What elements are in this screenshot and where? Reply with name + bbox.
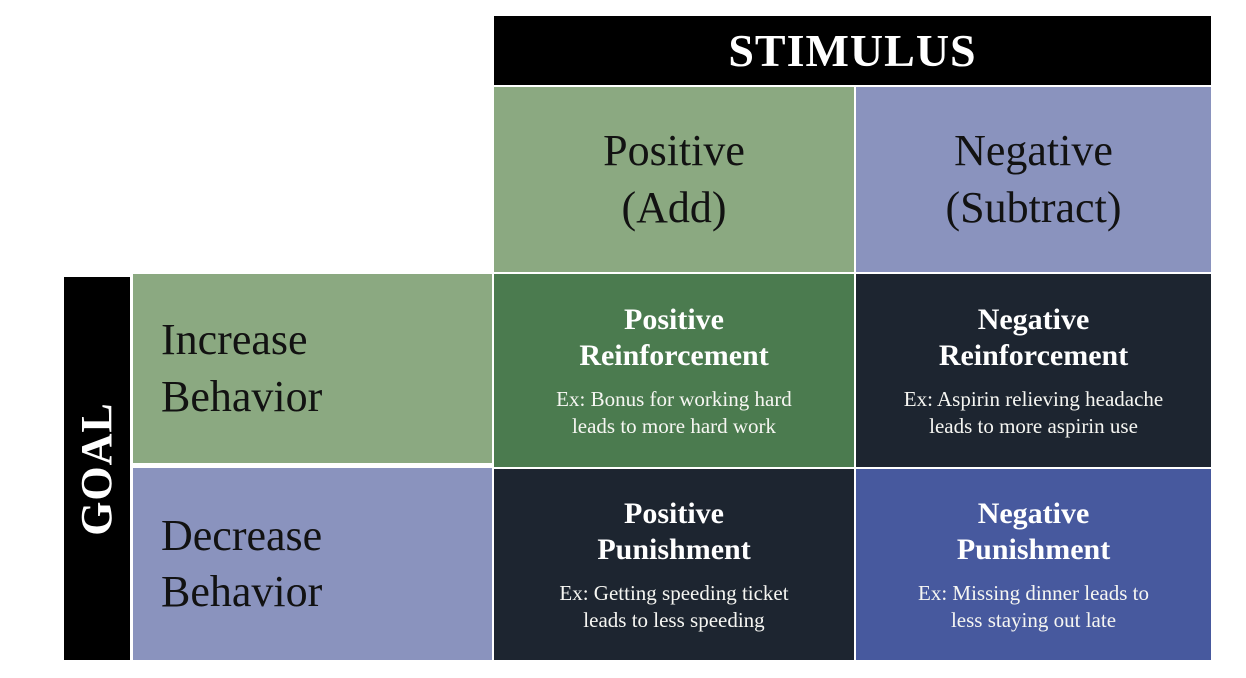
column-header-positive-line1: Positive xyxy=(603,126,745,176)
positive-reinforcement-example: Ex: Bonus for working hard leads to more… xyxy=(556,386,792,440)
negative-reinforcement-example-line2: leads to more aspirin use xyxy=(929,413,1138,438)
column-header-negative-stimulus: Negative (Subtract) xyxy=(856,87,1211,272)
positive-punishment-example-line2: leads to less speeding xyxy=(583,607,765,632)
goal-axis-label: GOAL xyxy=(72,401,122,536)
column-header-positive-stimulus: Positive (Add) xyxy=(494,87,854,272)
negative-punishment-example-line2: less staying out late xyxy=(950,607,1117,632)
positive-punishment-title-line2: Punishment xyxy=(597,533,751,567)
positive-punishment-example: Ex: Getting speeding ticket leads to les… xyxy=(559,580,788,634)
positive-reinforcement-example-line2: leads to more hard work xyxy=(571,413,777,438)
stimulus-axis-label: STIMULUS xyxy=(728,24,977,76)
negative-reinforcement-example: Ex: Aspirin relieving headache leads to … xyxy=(904,386,1164,440)
negative-punishment-example: Ex: Missing dinner leads to less staying… xyxy=(918,580,1149,634)
row-header-decrease-line1: Decrease xyxy=(161,510,323,560)
quadrant-positive-punishment: Positive Punishment Ex: Getting speeding… xyxy=(494,469,854,660)
negative-punishment-title-line1: Negative xyxy=(977,496,1090,530)
negative-punishment-title-line2: Punishment xyxy=(956,533,1111,567)
row-header-increase-line2: Behavior xyxy=(161,371,323,421)
positive-reinforcement-title-line2: Reinforcement xyxy=(579,339,769,373)
negative-reinforcement-title-line1: Negative xyxy=(977,302,1090,336)
negative-reinforcement-example-line1: Ex: Aspirin relieving headache xyxy=(903,386,1164,411)
column-header-positive-line2: (Add) xyxy=(621,182,727,232)
row-header-increase-behavior: Increase Behavior xyxy=(133,274,492,463)
goal-axis-header: GOAL xyxy=(64,277,130,660)
negative-punishment-example-line1: Ex: Missing dinner leads to xyxy=(918,580,1149,605)
column-header-negative-line2: (Subtract) xyxy=(945,182,1122,232)
stimulus-axis-header: STIMULUS xyxy=(494,16,1211,85)
row-header-decrease-behavior: Decrease Behavior xyxy=(133,468,492,660)
quadrant-negative-reinforcement: Negative Reinforcement Ex: Aspirin relie… xyxy=(856,274,1211,467)
quadrant-positive-reinforcement: Positive Reinforcement Ex: Bonus for wor… xyxy=(494,274,854,467)
positive-reinforcement-title-line1: Positive xyxy=(624,302,724,336)
row-header-increase-line1: Increase xyxy=(161,315,308,365)
positive-punishment-title-line1: Positive xyxy=(624,496,724,530)
negative-reinforcement-title-line2: Reinforcement xyxy=(938,339,1129,373)
positive-reinforcement-example-line1: Ex: Bonus for working hard xyxy=(556,386,792,411)
quadrant-negative-punishment: Negative Punishment Ex: Missing dinner l… xyxy=(856,469,1211,660)
positive-punishment-example-line1: Ex: Getting speeding ticket xyxy=(559,580,789,605)
column-header-negative-line1: Negative xyxy=(954,126,1113,176)
row-header-decrease-line2: Behavior xyxy=(161,567,323,616)
